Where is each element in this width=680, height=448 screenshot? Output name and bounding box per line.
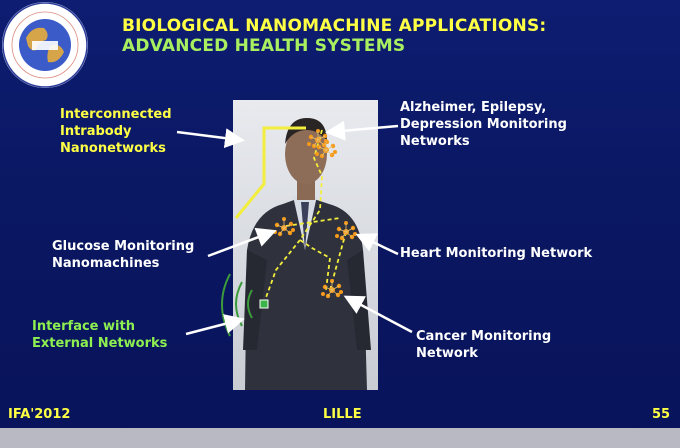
brain-network-node xyxy=(306,128,338,159)
intrabody-bracket xyxy=(234,126,306,219)
label-intrabody-nanonetworks: Interconnected Intrabody Nanonetworks xyxy=(60,107,172,156)
wireless-signal-icon xyxy=(221,273,253,337)
label-external-interface: Interface with External Networks xyxy=(32,319,168,351)
arrow-cancer xyxy=(343,295,413,334)
slide-subtitle-line-2: ADVANCED HEALTH SYSTEMS xyxy=(122,36,406,56)
arrow-glucose xyxy=(207,227,277,258)
arrow-interface xyxy=(185,314,245,336)
arrow-intrabody xyxy=(176,128,245,149)
interface-device-icon xyxy=(259,299,269,309)
footer-event: IFA'2012 xyxy=(8,407,71,422)
cancer-network-node xyxy=(320,278,344,299)
arrow-alzheimer xyxy=(325,120,399,141)
bwn-lab-logo xyxy=(2,2,88,88)
arrow-heart xyxy=(355,233,399,256)
label-cancer-network: Cancer Monitoring Network xyxy=(416,329,552,361)
label-glucose-nanomachines: Glucose Monitoring Nanomachines xyxy=(52,239,195,271)
label-heart-network: Heart Monitoring Network xyxy=(400,246,593,261)
bottom-bar xyxy=(0,428,680,448)
network-links xyxy=(263,129,347,304)
glucose-network-node xyxy=(272,216,296,237)
label-alzheimer-networks: Alzheimer, Epilepsy, Depression Monitori… xyxy=(400,100,567,149)
footer-location: LILLE xyxy=(323,407,362,422)
slide-title-line-1: BIOLOGICAL NANOMACHINE APPLICATIONS: xyxy=(122,16,547,36)
heart-network-node xyxy=(334,220,358,241)
footer-page-number: 55 xyxy=(652,407,671,422)
